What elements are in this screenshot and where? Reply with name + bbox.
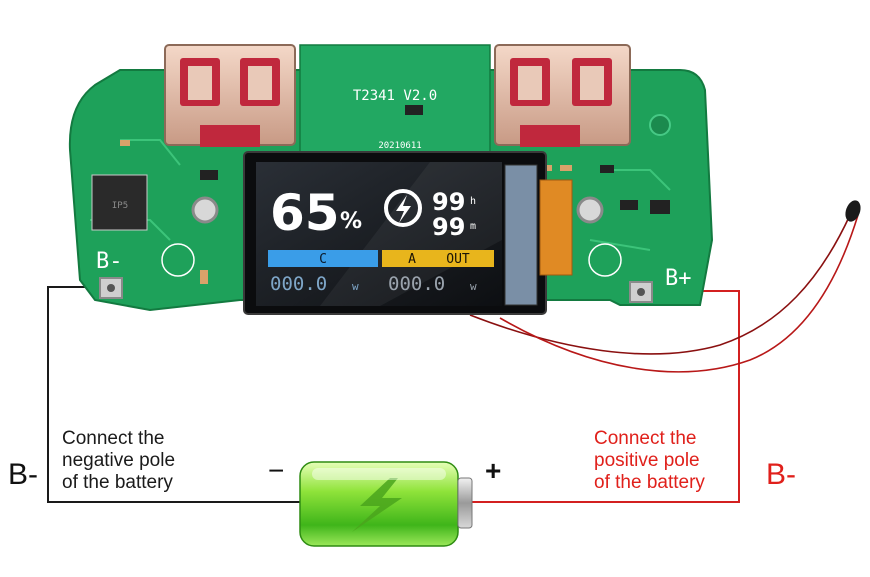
output-watts: 000.0	[388, 273, 445, 295]
pos-pad-label: B+	[665, 266, 692, 291]
battery-minus-sign: −	[268, 455, 285, 486]
battery-percent-unit: %	[340, 209, 362, 234]
time-minutes: 99	[432, 213, 465, 241]
neg-solder-pad	[99, 277, 123, 299]
input-bar	[268, 250, 378, 267]
left-terminal-label: B-	[8, 458, 38, 491]
negative-instruction-line-1: Connect the	[62, 428, 165, 449]
thermistor-probe	[469, 200, 861, 373]
input-watts-unit: w	[352, 280, 359, 293]
output-watts-unit: w	[470, 280, 477, 293]
output-bar-out: OUT	[446, 252, 470, 267]
board-date-label: 20210611	[378, 141, 421, 151]
output-bar-a: A	[408, 252, 416, 267]
right-terminal-label: B-	[766, 458, 796, 491]
lcd-display: 65 % 99 h 99 m C A OUT 000.0 w 000.0 w	[243, 151, 573, 315]
pos-solder-pad	[629, 281, 653, 303]
positive-instruction: Connect the positive pole of the battery	[594, 428, 705, 494]
time-minutes-unit: m	[470, 221, 476, 232]
usb-port-left	[164, 44, 296, 147]
battery-plus-sign: +	[485, 455, 502, 486]
board-model-label: T2341 V2.0	[353, 88, 437, 104]
negative-instruction-line-3: of the battery	[62, 472, 173, 493]
battery-percent: 65	[270, 184, 340, 242]
positive-instruction-line-3: of the battery	[594, 472, 705, 493]
output-bar	[382, 250, 494, 267]
controller-chip: IP5	[91, 174, 148, 231]
negative-instruction-line-2: negative pole	[62, 450, 176, 471]
usb-port-right	[494, 44, 631, 147]
negative-instruction: Connect the negative pole of the battery	[62, 428, 175, 494]
input-watts: 000.0	[270, 273, 327, 295]
neg-pad-label: B-	[96, 249, 123, 274]
positive-instruction-line-1: Connect the	[594, 428, 697, 449]
chip-mark: IP5	[112, 201, 128, 211]
negative-wire	[47, 286, 300, 503]
charging-bolt-icon	[384, 189, 422, 227]
positive-instruction-line-2: positive pole	[594, 450, 700, 471]
time-hours-unit: h	[470, 196, 476, 207]
input-bar-label: C	[319, 252, 327, 267]
time-hours: 99	[432, 188, 465, 216]
battery-icon	[299, 461, 473, 547]
